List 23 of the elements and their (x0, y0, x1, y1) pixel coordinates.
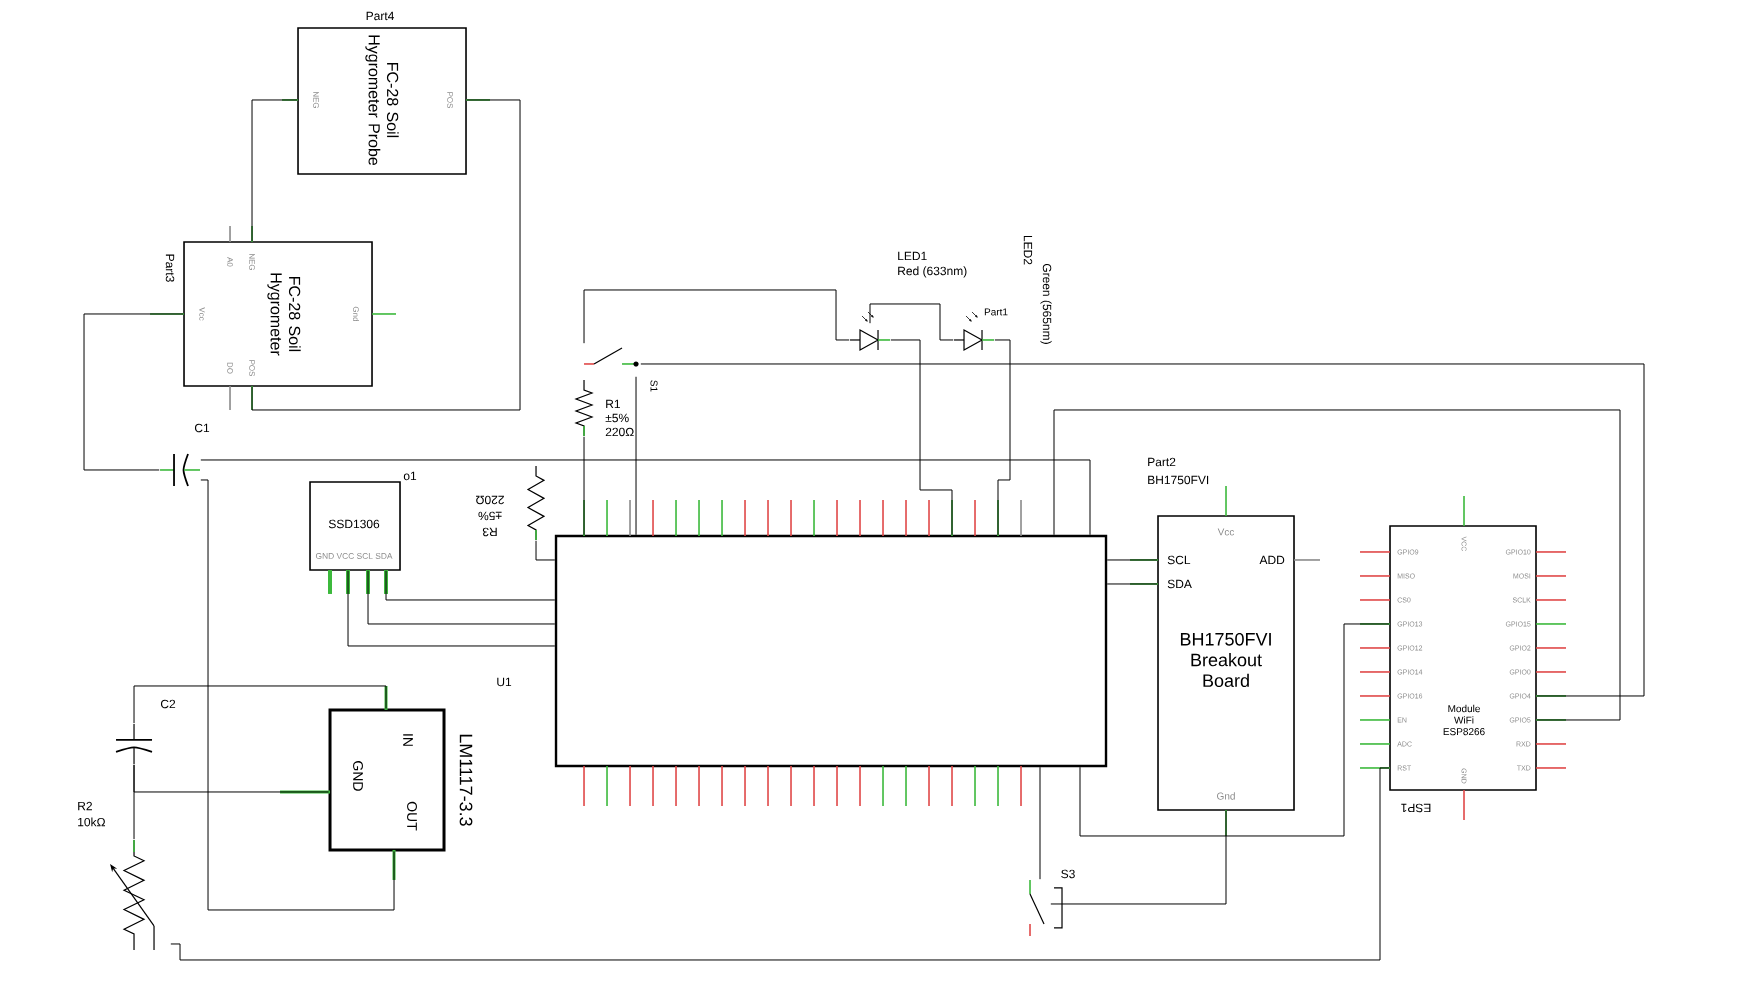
wire (200, 459, 1091, 536)
wire (347, 570, 556, 647)
wire (635, 376, 637, 536)
wire (367, 570, 556, 625)
wire (1050, 810, 1227, 905)
wire (1106, 559, 1158, 561)
wire (869, 303, 954, 341)
microcontroller-board (554, 499, 1108, 807)
wire (83, 313, 184, 471)
wire (1039, 766, 1041, 880)
wire (535, 540, 556, 561)
wire (385, 570, 556, 601)
wire (640, 363, 1645, 697)
wire (133, 685, 387, 724)
wire (583, 289, 850, 344)
wire (1106, 583, 1158, 585)
wire (251, 99, 298, 242)
component-label: LM1117-3.3 (459, 734, 473, 826)
wire (133, 764, 135, 840)
wire (583, 436, 585, 536)
wire (170, 767, 1390, 961)
wire (890, 339, 953, 536)
wire (994, 339, 1011, 536)
